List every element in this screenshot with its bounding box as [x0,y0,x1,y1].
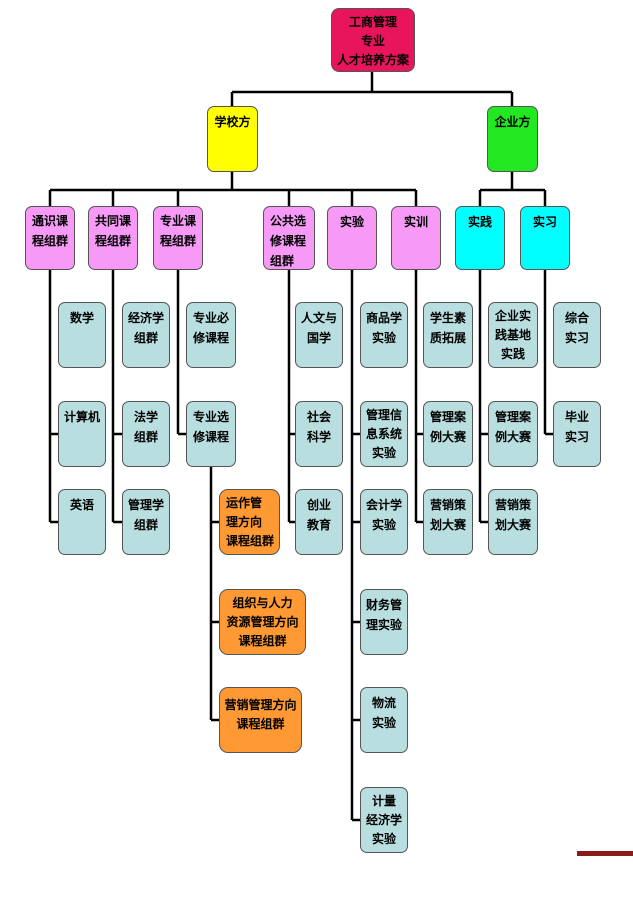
item-major-required: 专业必 修课程 [186,302,236,368]
school-node: 学校方 [207,106,258,172]
group-common: 共同课 程组群 [88,206,138,270]
enterprise-node: 企业方 [487,106,538,172]
item-math: 数学 [58,302,106,368]
item-practice-case-contest: 管理案 例大赛 [488,401,538,467]
item-entrepreneurship: 创业 教育 [295,489,343,555]
item-accounting-lab: 会计学 实验 [360,489,408,555]
item-mis-lab: 管理信 息系统 实验 [360,401,408,467]
group-major: 专业课 程组群 [153,206,203,270]
group-internship: 实习 [520,206,570,270]
item-law: 法学 组群 [122,401,170,467]
item-finance-lab: 财务管 理实验 [360,589,408,655]
item-graduation-internship: 毕业 实习 [553,401,601,467]
group-general: 通识课 程组群 [25,206,75,270]
item-economics: 经济学 组群 [122,302,170,368]
item-computer: 计算机 [58,401,106,467]
item-humanities: 人文与 国学 [295,302,343,368]
group-public-elective: 公共选 修课程 组群 [263,206,315,270]
item-practice-marketing-contest: 营销策 划大赛 [488,489,538,555]
item-econometrics-lab: 计量 经济学 实验 [360,787,408,853]
item-major-elective: 专业选 修课程 [186,401,236,467]
item-case-contest: 管理案 例大赛 [423,401,473,467]
track-hr: 组织与人力 资源管理方向 课程组群 [219,589,306,655]
item-social-science: 社会 科学 [295,401,343,467]
group-practice: 实践 [455,206,505,270]
group-experiment: 实验 [327,206,377,270]
item-enterprise-practice: 企业实 践基地 实践 [488,302,538,368]
track-operations: 运作管 理方向 课程组群 [219,489,280,555]
decorative-bar [577,851,633,856]
item-commodity-lab: 商品学 实验 [360,302,408,368]
item-quality-training: 学生素 质拓展 [423,302,473,368]
root-node: 工商管理 专业 人才培养方案 [331,8,415,72]
track-marketing: 营销管理方向 课程组群 [219,687,302,753]
item-english: 英语 [58,489,106,555]
item-marketing-contest: 营销策 划大赛 [423,489,473,555]
item-comprehensive-internship: 综合 实习 [553,302,601,368]
item-logistics-lab: 物流 实验 [360,687,408,753]
item-management: 管理学 组群 [122,489,170,555]
group-training: 实训 [391,206,441,270]
